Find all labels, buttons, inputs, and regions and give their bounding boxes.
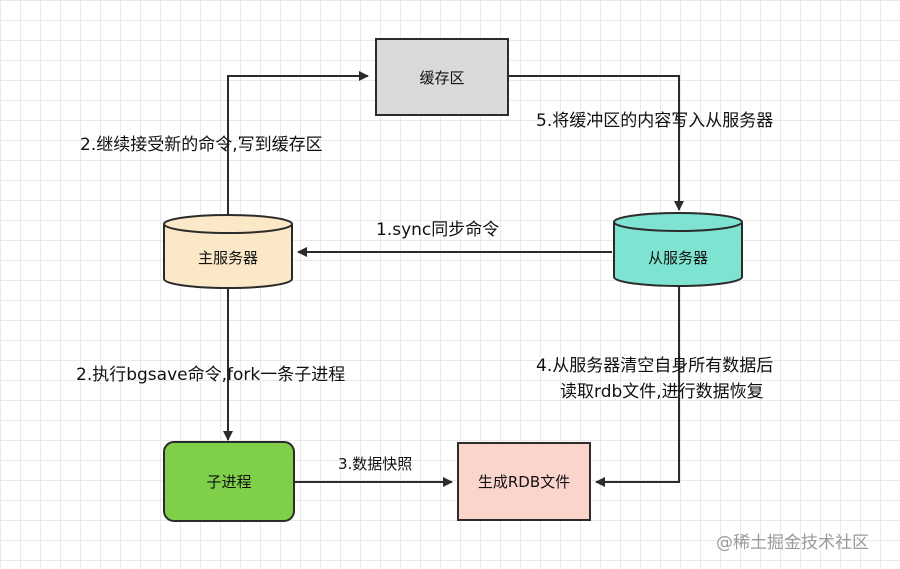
edge-slave-to-rdb xyxy=(595,286,680,487)
edges xyxy=(223,71,684,487)
rdb-box xyxy=(457,442,591,521)
edge-label-restore-line2: 读取rdb文件,进行数据恢复 xyxy=(560,382,764,402)
node-cache: 缓存区 xyxy=(375,38,509,116)
rdb-label: 生成RDB文件 xyxy=(478,473,570,491)
node-child: 子进程 xyxy=(163,441,295,522)
edge-label-sync: 1.sync同步命令 xyxy=(376,220,499,240)
child-box xyxy=(163,441,295,522)
master-cylinder-top xyxy=(163,214,293,234)
edge-label-continue: 2.继续接受新的命令,写到缓存区 xyxy=(80,135,323,155)
cache-box xyxy=(375,38,509,116)
edge-label-snapshot: 3.数据快照 xyxy=(338,455,412,473)
edge-label-write-cache: 5.将缓冲区的内容写入从服务器 xyxy=(536,111,773,131)
slave-label: 从服务器 xyxy=(648,249,708,267)
node-slave: 从服务器 xyxy=(613,212,743,287)
master-cylinder-body xyxy=(163,224,293,289)
slave-cylinder-body xyxy=(613,222,743,287)
node-rdb: 生成RDB文件 xyxy=(457,442,591,521)
cache-label: 缓存区 xyxy=(419,69,464,87)
master-label: 主服务器 xyxy=(198,249,258,267)
edge-label-restore-line1: 4.从服务器清空自身所有数据后 xyxy=(536,356,773,376)
child-label: 子进程 xyxy=(206,473,251,491)
node-master: 主服务器 xyxy=(163,214,293,289)
edge-master-to-cache xyxy=(227,71,369,222)
edge-cache-to-slave xyxy=(508,75,684,211)
watermark: @稀土掘金技术社区 xyxy=(716,533,869,553)
edge-label-bgsave: 2.执行bgsave命令,fork一条子进程 xyxy=(76,365,345,385)
slave-cylinder-top xyxy=(613,212,743,232)
